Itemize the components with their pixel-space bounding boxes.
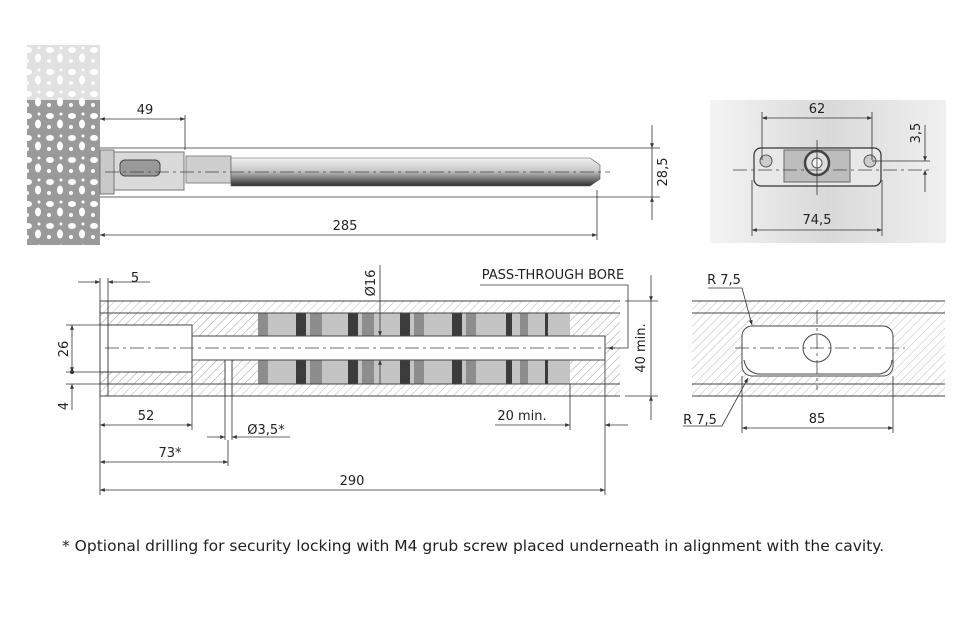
radius-top: R 7,5 — [707, 273, 741, 288]
dim-slot-length: 85 — [809, 412, 826, 427]
section-view: 5 26 4 Ø16 PASS-THROUGH BORE 40 min. 52 — [57, 265, 658, 495]
dim-drill-diameter: Ø3,5* — [247, 423, 285, 438]
cavity — [99, 324, 193, 373]
label-pass-through-bore: PASS-THROUGH BORE — [482, 268, 625, 283]
dim-mount-depth: 49 — [137, 103, 154, 118]
dim-plate: 5 — [131, 271, 139, 286]
drill-hole — [224, 359, 233, 397]
radius-bottom: R 7,5 — [683, 413, 717, 428]
footnote: * Optional drilling for security locking… — [62, 537, 884, 555]
dim-hole-spacing: 62 — [809, 102, 826, 117]
end-view: 62 3,5 74,5 — [710, 100, 946, 243]
dim-width: 74,5 — [803, 213, 832, 228]
dim-min-thickness: 40 min. — [634, 323, 649, 372]
dim-cavity-height: 26 — [57, 341, 72, 358]
dim-bore-diameter: Ø16 — [364, 270, 379, 297]
dim-total-depth: 290 — [340, 474, 365, 489]
dim-drill-position: 73* — [158, 446, 182, 461]
dim-min-end: 20 min. — [497, 409, 546, 424]
dim-height: 28,5 — [656, 158, 671, 187]
dim-cavity-depth: 52 — [138, 409, 155, 424]
dim-offset: 3,5 — [909, 123, 924, 144]
top-view: 49 28,5 285 — [27, 45, 671, 245]
dim-wall: 4 — [57, 402, 72, 410]
dim-length: 285 — [333, 219, 358, 234]
slot-view: R 7,5 R 7,5 85 — [683, 273, 945, 433]
